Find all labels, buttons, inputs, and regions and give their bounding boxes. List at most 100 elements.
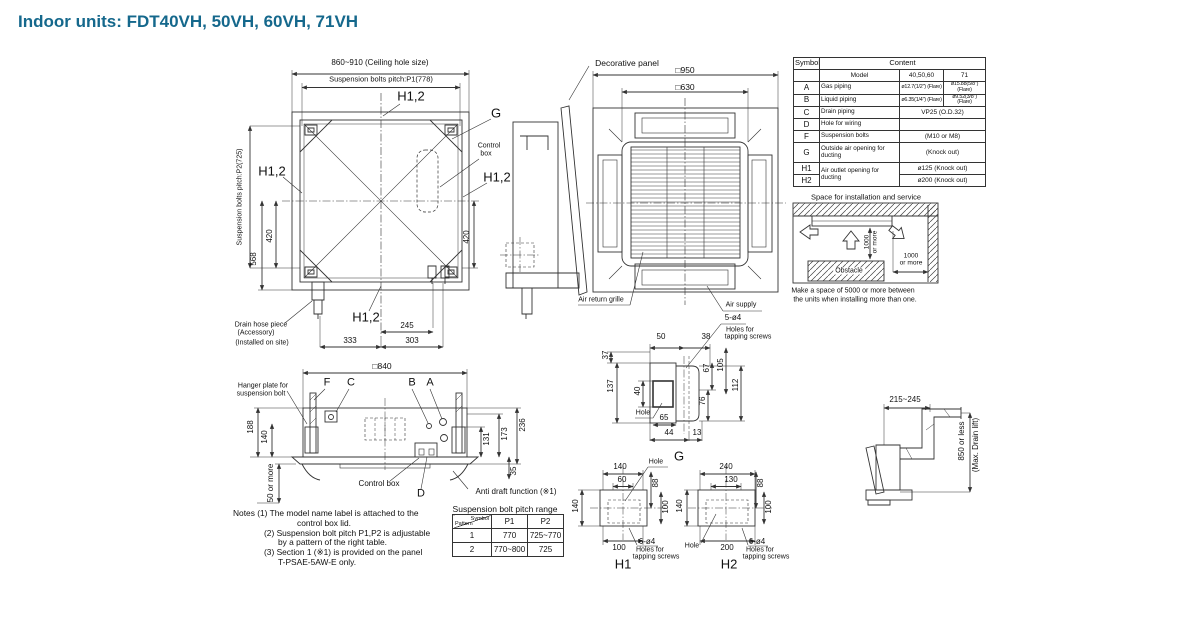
dim-140-side: 140 xyxy=(260,430,269,444)
holes-for-label: Holes for xyxy=(725,326,755,334)
space-ormore-vert: or more xyxy=(871,230,879,254)
pitch-col-p1: P1 xyxy=(491,514,528,529)
note-line: control box lid. xyxy=(297,517,351,528)
h1-dim-100: 100 xyxy=(612,543,626,552)
h2-dim-140-left: 140 xyxy=(675,499,684,513)
note-line: (3) Section 1 (※1) is provided on the pa… xyxy=(264,547,423,558)
dim-303: 303 xyxy=(405,336,419,345)
space-1000-vert: 1000 xyxy=(863,234,871,250)
control-box-label-1: Control xyxy=(477,142,501,150)
h1-dim-100-right: 100 xyxy=(661,500,670,514)
g-detail-lines xyxy=(607,344,745,443)
h2-dim-130: 130 xyxy=(724,475,738,484)
callout-a: A xyxy=(426,376,434,389)
h2-dim-88: 88 xyxy=(756,478,765,488)
note-line: (2) Suspension bolt pitch P1,P2 is adjus… xyxy=(264,527,431,538)
dim-pitch-p1: Suspension bolts pitch:P1(778) xyxy=(329,74,433,84)
h12-callout-bottom: H1,2 xyxy=(352,309,380,325)
g-callout: G xyxy=(490,105,502,121)
hanger-plate-label-2: suspension bolt xyxy=(236,390,286,398)
note-line: by a pattern of the right table. xyxy=(278,537,387,548)
dim-333: 333 xyxy=(343,336,357,345)
holes-5o4-label: 5-ø4 xyxy=(724,313,742,322)
g-dim-40: 40 xyxy=(633,386,642,396)
air-return-grille-label: Air return grille xyxy=(578,296,624,304)
air-supply-label: Air supply xyxy=(725,301,757,309)
space-title: Space for installation and service xyxy=(810,192,922,202)
control-box-label-2: box xyxy=(480,150,492,158)
callout-c: C xyxy=(347,376,355,389)
g-hole-label: Hole xyxy=(635,409,651,417)
hanger-side-view-lines xyxy=(250,369,521,504)
h1-tapping: tapping screws xyxy=(632,553,680,561)
col-content: Content xyxy=(818,57,987,70)
col-symbol: Symbol xyxy=(793,57,820,70)
space-1000-horiz: 1000 xyxy=(903,252,919,260)
drain-hose-label-1: Drain hose piece xyxy=(234,321,288,329)
h1-detail-lines xyxy=(578,466,668,547)
g-dim-112: 112 xyxy=(731,378,740,392)
space-caption-1: Make a space of 5000 or more between xyxy=(791,287,915,295)
callout-f: F xyxy=(323,376,331,389)
notes-block: Notes (1) The model name label is attach… xyxy=(233,508,431,568)
h12-callout-top: H1,2 xyxy=(397,88,425,104)
h2-dim-200: 200 xyxy=(720,543,734,552)
h12-callout-right: H1,2 xyxy=(483,169,511,185)
page-title: Indoor units: FDT40VH, 50VH, 60VH, 71VH xyxy=(18,12,359,31)
h2-detail-name: H2 xyxy=(720,556,738,572)
dim-ceiling-hole: 860~910 (Ceiling hole size) xyxy=(331,58,429,67)
dim-131: 131 xyxy=(482,432,491,446)
g-dim-13: 13 xyxy=(692,428,702,437)
h1-hole-label: Hole xyxy=(648,458,664,466)
front-view-lines xyxy=(568,65,786,369)
callout-d: D xyxy=(417,487,425,500)
decorative-panel-label: Decorative panel xyxy=(595,57,659,68)
note-line: T-PSAE-5AW-E only. xyxy=(278,556,357,567)
side-profile-lines xyxy=(500,105,588,319)
h1-dim-140: 140 xyxy=(613,462,627,471)
tapping-screws-label: tapping screws xyxy=(724,333,772,341)
g-dim-76: 76 xyxy=(698,396,707,406)
h2-detail-lines xyxy=(684,466,772,547)
g-dim-105: 105 xyxy=(716,358,725,372)
dim-236: 236 xyxy=(518,418,527,432)
h2-holes-for: Holes for xyxy=(745,546,775,554)
g-dim-37: 37 xyxy=(601,350,610,360)
g-dim-65: 65 xyxy=(659,413,669,422)
h1-detail-name: H1 xyxy=(614,556,632,572)
dim-35: 35 xyxy=(509,466,518,476)
h1-dim-140-left: 140 xyxy=(571,499,580,513)
dim-245: 245 xyxy=(400,321,414,330)
h2-holes-6o4: 6-ø4 xyxy=(748,537,766,546)
dim-173: 173 xyxy=(500,427,509,441)
h1-holes-for: Holes for xyxy=(635,546,665,554)
h12-callout-left: H1,2 xyxy=(258,163,286,179)
h2-hole-label: Hole xyxy=(684,542,700,550)
hanger-plate-label-1: Hanger plate for xyxy=(237,382,289,390)
h2-tapping: tapping screws xyxy=(742,553,790,561)
dim-568: 568 xyxy=(249,252,258,266)
h1-dim-88: 88 xyxy=(651,478,660,488)
h2-dim-100-right: 100 xyxy=(764,500,773,514)
dim-215-245: 215~245 xyxy=(889,395,921,404)
max-drain-lift-label: (Max. Drain lift) xyxy=(971,417,980,473)
control-box-side-label: Control box xyxy=(358,479,400,488)
dim-50-or-more: 50 or more xyxy=(266,463,275,503)
dim-420-left: 420 xyxy=(265,229,274,243)
dim-950: □950 xyxy=(675,64,695,75)
callout-b: B xyxy=(408,376,416,389)
